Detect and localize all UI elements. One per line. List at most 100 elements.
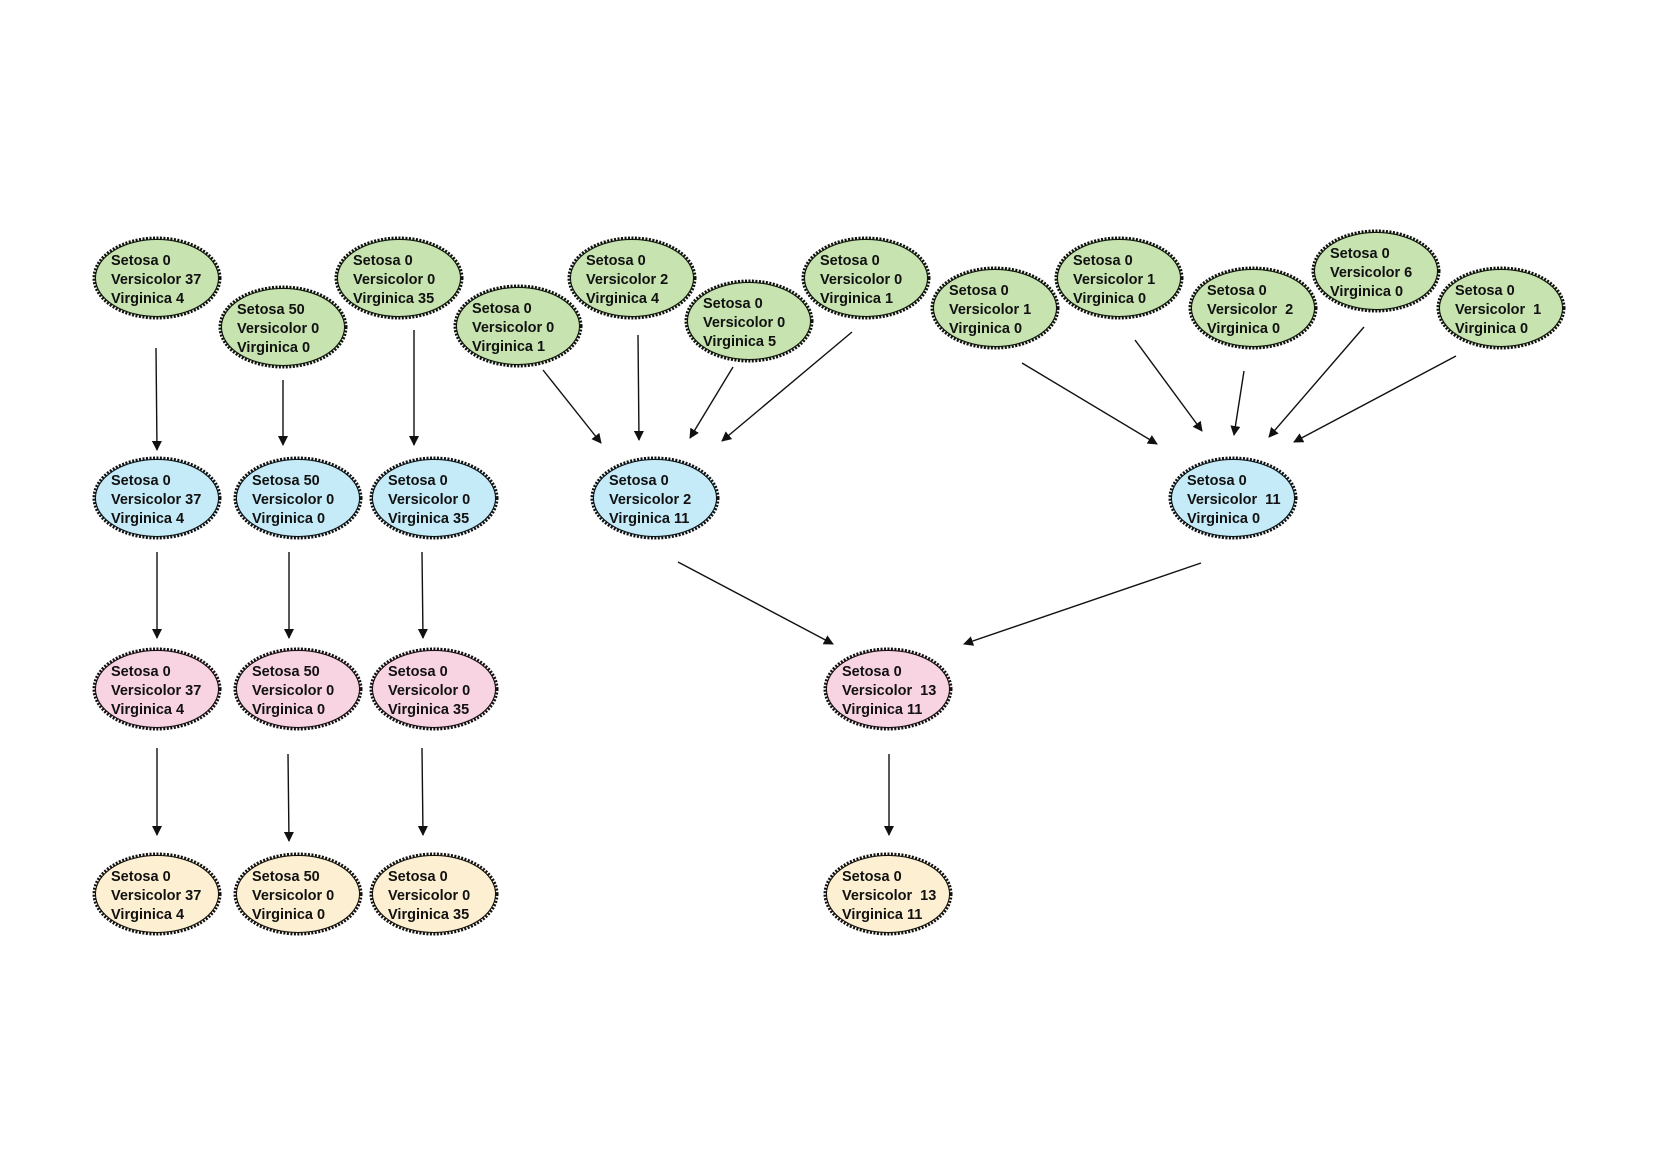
- node-label-line: Versicolor 2: [609, 492, 691, 508]
- node-label-line: Versicolor 13: [842, 888, 936, 904]
- node-label-line: Versicolor 11: [1187, 492, 1281, 508]
- node-outline: [236, 459, 360, 537]
- node-outline: [826, 855, 950, 933]
- node-label-line: Setosa 50: [237, 302, 305, 318]
- node-label-line: Virginica 35: [388, 511, 469, 527]
- node-label-line: Versicolor 2: [1207, 302, 1293, 318]
- node-ellipse: [590, 456, 720, 540]
- node-ellipse: [92, 236, 222, 320]
- node-outline: [1171, 459, 1295, 537]
- node-ellipse: [1436, 266, 1566, 350]
- arrow-g9-b5: [1134, 339, 1203, 432]
- node-label-line: Versicolor 37: [111, 888, 201, 904]
- node-label-line: Setosa 0: [111, 473, 171, 489]
- node-label-line: Virginica 0: [252, 907, 325, 923]
- node-g11: Setosa 0 Versicolor 6 Virginica 0: [1311, 229, 1441, 313]
- node-label-line: Virginica 1: [820, 291, 893, 307]
- node-label-line: Setosa 0: [111, 253, 171, 269]
- node-label-line: Versicolor 37: [111, 683, 201, 699]
- node-ellipse: [930, 266, 1060, 350]
- node-outline: [1191, 269, 1315, 347]
- node-outline: [95, 650, 219, 728]
- node-ellipse: [823, 647, 953, 731]
- node-outline: [456, 287, 580, 365]
- node-label-line: Setosa 0: [1187, 473, 1247, 489]
- node-label-line: Setosa 0: [842, 664, 902, 680]
- node-label-line: Setosa 0: [1073, 253, 1133, 269]
- node-label-line: Versicolor 0: [237, 321, 319, 337]
- node-label-line: Setosa 0: [949, 283, 1009, 299]
- node-label-line: Versicolor 0: [353, 272, 435, 288]
- node-label-line: Versicolor 1: [1455, 302, 1541, 318]
- node-ellipse: [1311, 229, 1441, 313]
- node-label-line: Virginica 4: [111, 907, 184, 923]
- node-ellipse: [801, 236, 931, 320]
- node-outline: [337, 239, 461, 317]
- arrow-g8-b5: [1021, 362, 1158, 445]
- node-ellipse: [684, 279, 814, 363]
- node-outline: [372, 459, 496, 537]
- node-ellipse: [92, 852, 222, 936]
- node-label-line: Versicolor 0: [388, 888, 470, 904]
- node-g7: Setosa 0 Versicolor 0 Virginica 1: [801, 236, 931, 320]
- arrow-b5-p4: [963, 562, 1202, 646]
- node-label-line: Virginica 0: [1073, 291, 1146, 307]
- node-outline: [236, 650, 360, 728]
- node-label-line: Versicolor 0: [820, 272, 902, 288]
- node-ellipse: [233, 647, 363, 731]
- node-label-line: Versicolor 37: [111, 272, 201, 288]
- node-label-line: Setosa 0: [1330, 246, 1390, 262]
- node-label-line: Setosa 0: [1207, 283, 1267, 299]
- node-label-line: Setosa 0: [388, 664, 448, 680]
- arrow-g12-b5: [1293, 355, 1457, 443]
- node-label-line: Setosa 0: [472, 301, 532, 317]
- node-ellipse: [218, 285, 348, 369]
- arrow-p2-y2: [283, 753, 294, 842]
- node-outline: [687, 282, 811, 360]
- node-label-line: Versicolor 1: [949, 302, 1031, 318]
- node-label-line: Setosa 0: [820, 253, 880, 269]
- node-label-line: Virginica 0: [1330, 284, 1403, 300]
- node-ellipse: [1168, 456, 1298, 540]
- node-label-line: Versicolor 6: [1330, 265, 1412, 281]
- node-label-line: Virginica 0: [252, 511, 325, 527]
- arrow-g11-b5: [1268, 326, 1365, 438]
- node-label-line: Versicolor 0: [252, 888, 334, 904]
- node-label-line: Versicolor 0: [388, 683, 470, 699]
- node-outline: [236, 855, 360, 933]
- node-label-line: Virginica 0: [252, 702, 325, 718]
- node-label-line: Setosa 0: [842, 869, 902, 885]
- node-label-line: Setosa 0: [388, 473, 448, 489]
- node-ellipse: [92, 647, 222, 731]
- node-outline: [826, 650, 950, 728]
- node-ellipse: [233, 852, 363, 936]
- node-outline: [933, 269, 1057, 347]
- node-outline: [95, 239, 219, 317]
- node-label-line: Versicolor 13: [842, 683, 936, 699]
- node-label-line: Virginica 4: [586, 291, 659, 307]
- node-label-line: Virginica 11: [842, 702, 922, 718]
- node-ellipse: [823, 852, 953, 936]
- node-ellipse: [369, 456, 499, 540]
- node-outline: [1439, 269, 1563, 347]
- node-label-line: Versicolor 0: [703, 315, 785, 331]
- node-label-line: Setosa 50: [252, 664, 320, 680]
- node-label-line: Setosa 0: [1455, 283, 1515, 299]
- node-label-line: Virginica 4: [111, 702, 184, 718]
- node-label-line: Versicolor 37: [111, 492, 201, 508]
- node-label-line: Virginica 4: [111, 291, 184, 307]
- arrow-g1-b1: [151, 347, 162, 451]
